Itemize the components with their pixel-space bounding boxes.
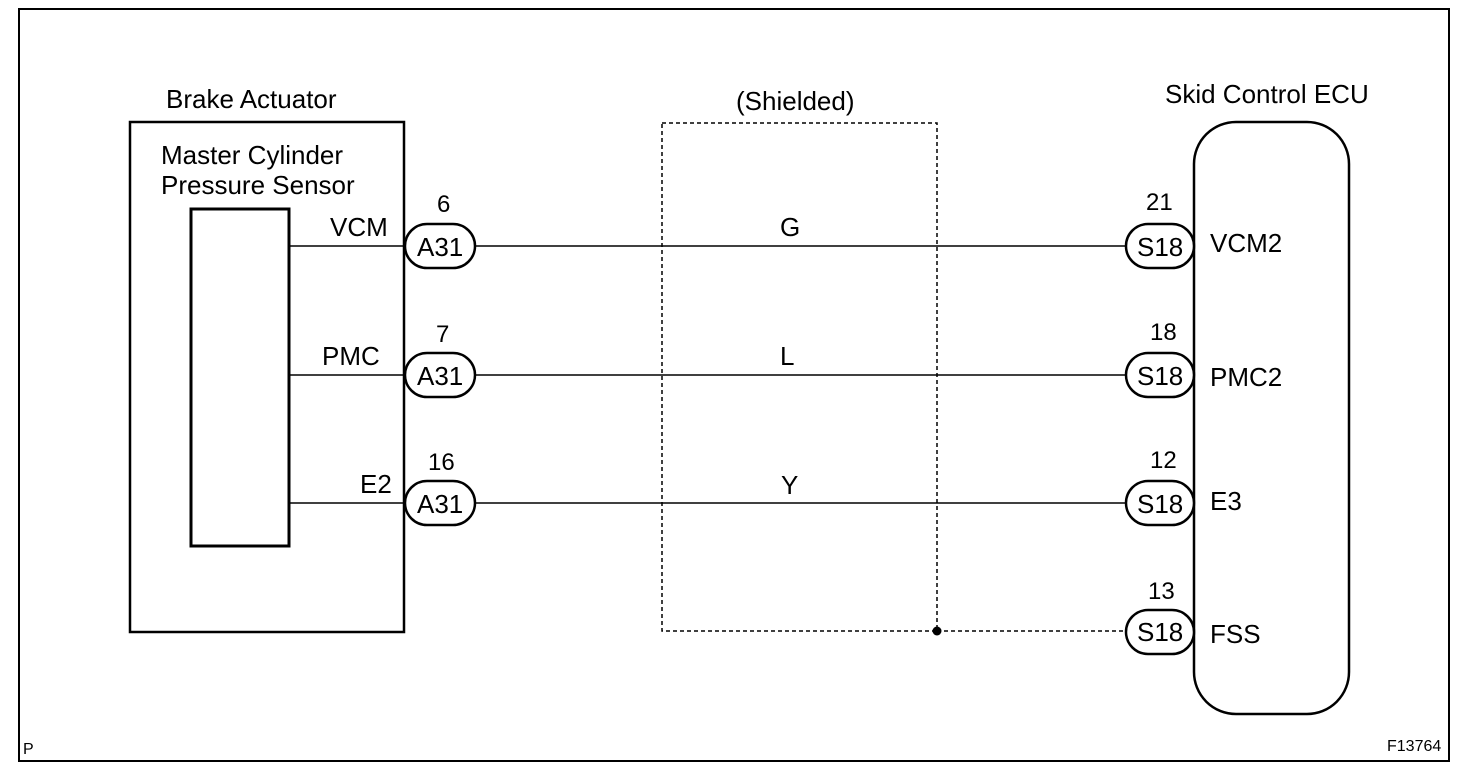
- diagram-frame: [18, 8, 1450, 762]
- pressure-sensor-box: [189, 207, 291, 548]
- ecu-pin-vcm2: VCM2: [1210, 228, 1282, 258]
- connector-label-s18: S18: [1137, 617, 1183, 647]
- ecu-box: [1192, 120, 1351, 716]
- wire-pmc: PMC 7 A31 L 18 S18 PMC2: [289, 319, 1282, 399]
- ecu-pin-fss: FSS: [1210, 619, 1261, 649]
- connector-label-s18: S18: [1137, 361, 1183, 391]
- ecu-title: Skid Control ECU: [1165, 79, 1369, 109]
- connector-a31-pin16: [403, 479, 477, 527]
- wire-color-g: G: [780, 212, 800, 242]
- ecu-pin-number-18: 18: [1150, 319, 1177, 346]
- connector-s18-pin12: [1124, 479, 1196, 527]
- connector-label-a31: A31: [417, 361, 463, 391]
- shield-junction-dot: [932, 626, 942, 636]
- connector-label-a31: A31: [417, 489, 463, 519]
- connector-a31-pin6: [403, 222, 477, 270]
- connector-label-s18: S18: [1137, 489, 1183, 519]
- connector-a31-pin7: [403, 351, 477, 399]
- ecu-pin-number-13: 13: [1148, 578, 1175, 605]
- shield-label: (Shielded): [736, 86, 855, 116]
- pin-number-7: 7: [436, 321, 449, 348]
- sensor-label-line1: Master Cylinder: [161, 140, 343, 170]
- shield-box: [661, 122, 938, 632]
- actuator-pin-e2: E2: [360, 469, 392, 499]
- connector-s18-pin18: [1124, 351, 1196, 399]
- pin-number-6: 6: [437, 191, 450, 218]
- ecu-pin-number-21: 21: [1146, 189, 1173, 216]
- wire-e2: E2 16 A31 Y 12 S18 E3: [289, 447, 1242, 527]
- wire-vcm: VCM 6 A31 G 21 S18 VCM2: [289, 189, 1282, 270]
- shield-ground-fss: 13 S18 FSS: [1124, 578, 1261, 656]
- corner-label-p: P: [23, 741, 34, 758]
- wire-color-y: Y: [781, 470, 798, 500]
- connector-s18-pin21: [1124, 222, 1196, 270]
- connector-label-a31: A31: [417, 232, 463, 262]
- wire-color-l: L: [780, 341, 794, 371]
- connector-label-s18: S18: [1137, 232, 1183, 262]
- pin-number-16: 16: [428, 449, 455, 476]
- ecu-pin-number-12: 12: [1150, 447, 1177, 474]
- ecu-pin-pmc2: PMC2: [1210, 362, 1282, 392]
- actuator-pin-pmc: PMC: [322, 341, 380, 371]
- figure-id: F13764: [1387, 738, 1441, 755]
- actuator-title: Brake Actuator: [166, 84, 337, 114]
- sensor-label-line2: Pressure Sensor: [161, 170, 355, 200]
- connector-s18-pin13: [1124, 608, 1196, 656]
- ecu-pin-e3: E3: [1210, 486, 1242, 516]
- actuator-pin-vcm: VCM: [330, 212, 388, 242]
